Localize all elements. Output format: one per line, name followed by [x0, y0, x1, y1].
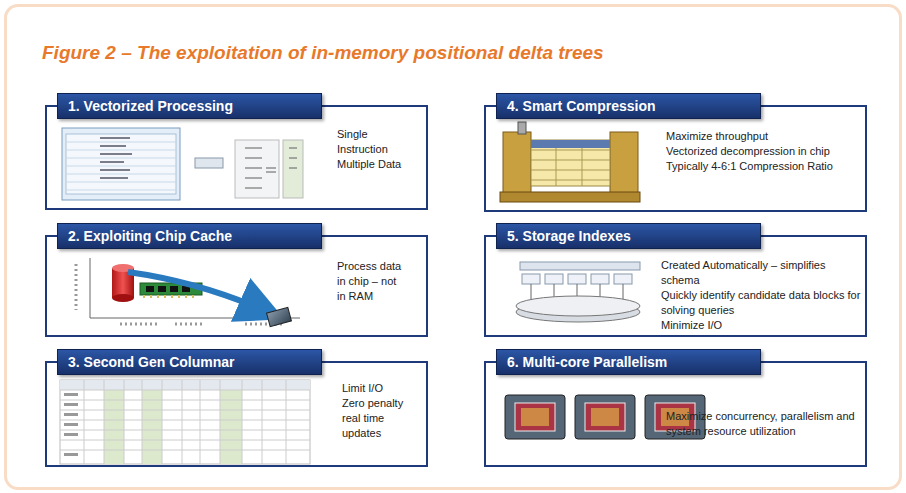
- section-header: 1. Vectorized Processing: [57, 93, 322, 119]
- columnar-table: [60, 380, 310, 464]
- feature-box: 4. Smart CompressionMaximize throughputV…: [484, 105, 867, 212]
- feature-box: 3. Second Gen ColumnarLimit I/OZero pena…: [45, 361, 428, 467]
- feature-text: Vectorized decompression in chip: [666, 144, 861, 159]
- vector-illustration: [62, 128, 303, 200]
- compression-vise: [500, 122, 640, 202]
- feature-text: Maximize concurrency, parallelism and sy…: [666, 409, 861, 439]
- feature-box: 1. Vectorized ProcessingSingle Instructi…: [45, 105, 428, 210]
- cache-chart: [76, 258, 300, 327]
- feature-box: 2. Exploiting Chip CacheProcess data in …: [45, 235, 428, 337]
- feature-text-column: Maximize concurrency, parallelism and sy…: [666, 409, 861, 439]
- feature-text-column: Process data in chip – not in RAM: [337, 259, 403, 304]
- feature-text: Created Automatically – simplifies schem…: [661, 258, 861, 288]
- section-header: 4. Smart Compression: [496, 93, 761, 119]
- section-header: 3. Second Gen Columnar: [57, 349, 322, 375]
- feature-box: 6. Multi-core ParallelismMaximize concur…: [484, 361, 867, 467]
- storage-index-diagram: [516, 262, 640, 322]
- feature-text: Single Instruction Multiple Data: [337, 127, 417, 172]
- section-header: 5. Storage Indexes: [496, 223, 761, 249]
- feature-text-column: Created Automatically – simplifies schem…: [661, 258, 861, 333]
- figure-title: Figure 2 – The exploitation of in-memory…: [42, 42, 604, 64]
- feature-text: Minimize I/O: [661, 318, 861, 333]
- feature-text: Process data in chip – not in RAM: [337, 259, 403, 304]
- feature-box: 5. Storage IndexesCreated Automatically …: [484, 235, 867, 337]
- feature-text: Quickly identify candidate data blocks f…: [661, 288, 861, 318]
- section-header: 6. Multi-core Parallelism: [496, 349, 761, 375]
- feature-text: Maximize throughput: [666, 129, 861, 144]
- feature-text-column: Limit I/OZero penalty real time updates: [342, 381, 408, 441]
- feature-text: Limit I/O: [342, 381, 408, 396]
- feature-text: Typically 4-6:1 Compression Ratio: [666, 159, 861, 174]
- section-header: 2. Exploiting Chip Cache: [57, 223, 322, 249]
- feature-text-column: Maximize throughputVectorized decompress…: [666, 129, 861, 174]
- feature-text: Zero penalty real time updates: [342, 396, 408, 441]
- feature-text-column: Single Instruction Multiple Data: [337, 127, 417, 172]
